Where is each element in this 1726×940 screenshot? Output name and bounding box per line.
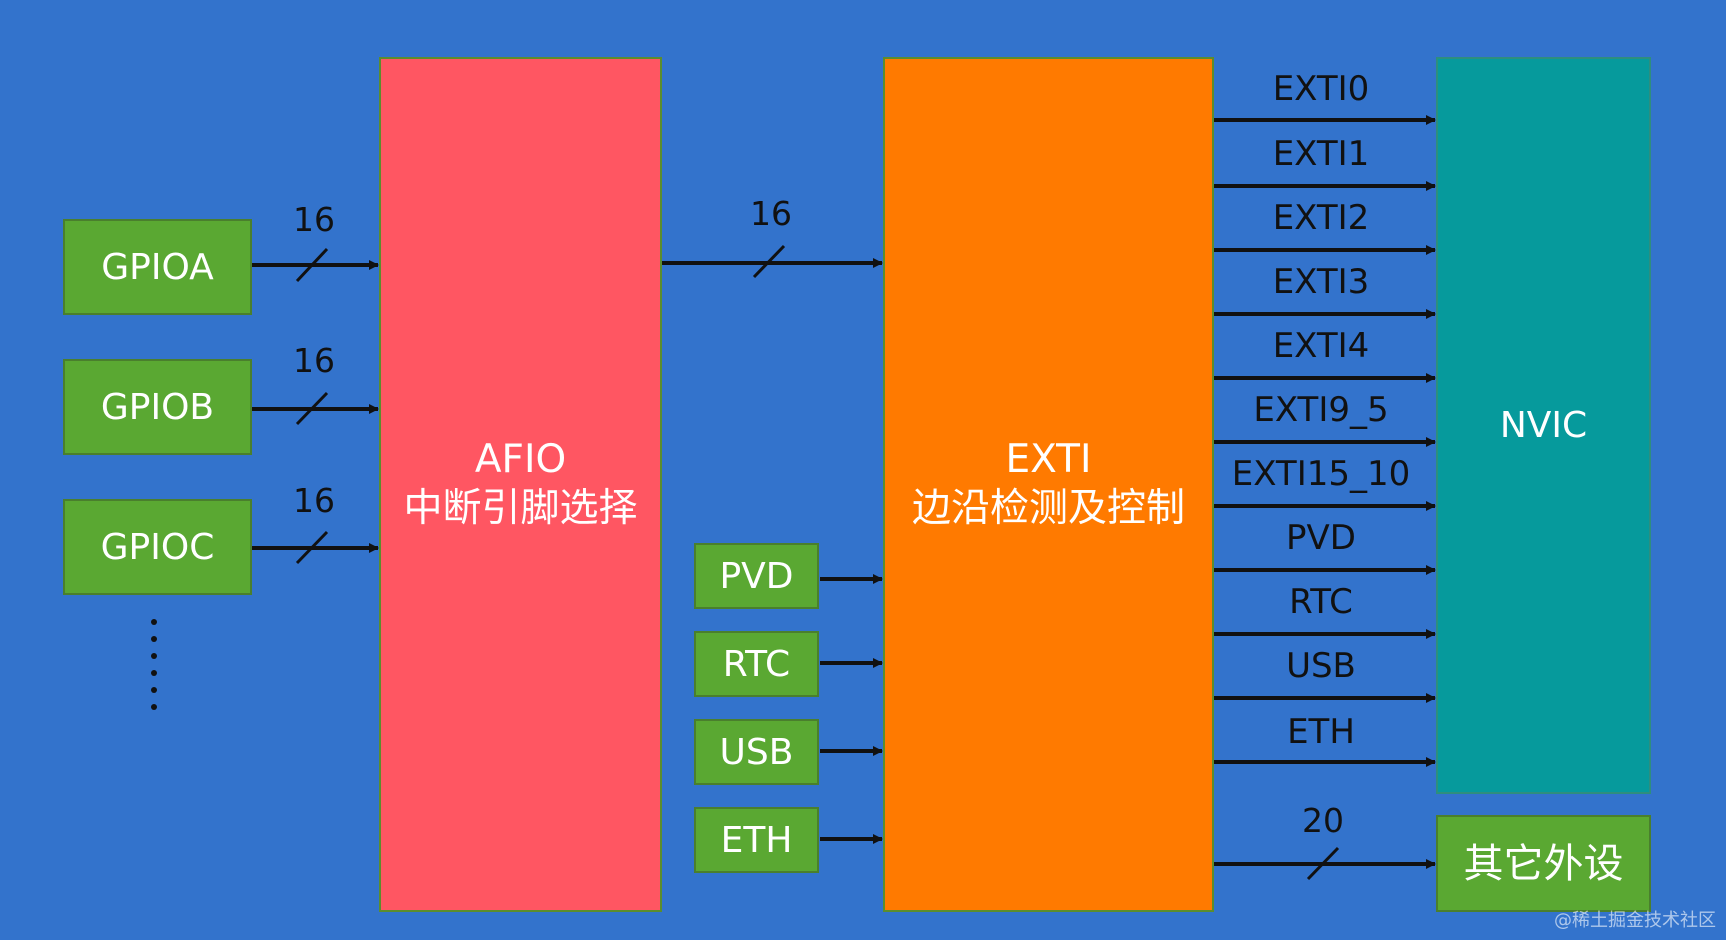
pvd-output-label: PVD [1286,518,1356,558]
pvd-source-box: PVD [694,543,819,609]
ellipsis-dot [151,619,157,625]
watermark: @稀土掘金技术社区 [1554,910,1716,931]
exti-title: EXTI [1005,436,1092,482]
ellipsis-dot [151,670,157,676]
gpiob-bus-slash [295,391,329,426]
usb-source-label: USB [719,731,794,773]
other-bus-width: 20 [1302,801,1344,840]
exti15-10-output-label: EXTI15_10 [1231,454,1411,494]
pvd-source-label: PVD [719,555,794,597]
usb-source-box: USB [694,719,819,785]
rtc-source-box: RTC [694,631,819,697]
exti0-output-label: EXTI0 [1272,69,1370,109]
gpioc-box: GPIOC [63,499,252,595]
nvic-label: NVIC [1499,405,1588,446]
ellipsis-dot [151,653,157,659]
afio-exti-bus-slash [752,244,786,279]
other-peripherals-box: 其它外设 [1436,815,1651,912]
gpioa-bus-slash [295,247,329,283]
gpioc-label: GPIOC [100,526,215,568]
nvic-block: NVIC [1436,57,1651,794]
gpioc-bus-slash [295,530,329,565]
eth-output-label: ETH [1287,712,1355,752]
eth-source-box: ETH [694,807,819,873]
gpiob-label: GPIOB [100,386,215,428]
gpioa-box: GPIOA [63,219,252,315]
afio-exti-bus-width: 16 [750,194,792,233]
gpioc-bus-width: 16 [293,481,335,520]
ellipsis-dot [151,687,157,693]
afio-block: AFIO 中断引脚选择 [379,57,662,912]
ellipsis-dot [151,704,157,710]
gpioa-label: GPIOA [101,246,214,288]
rtc-output-label: RTC [1289,582,1353,622]
exti2-output-label: EXTI2 [1272,198,1370,238]
exti-block: EXTI 边沿检测及控制 [883,57,1214,912]
other-peripherals-label: 其它外设 [1463,840,1624,887]
gpiob-bus-width: 16 [293,341,335,380]
afio-title: AFIO [474,436,567,482]
eth-source-label: ETH [720,819,793,861]
rtc-source-label: RTC [722,643,791,685]
ellipsis-dot [151,636,157,642]
exti9-5-output-label: EXTI9_5 [1253,390,1389,430]
afio-subtitle: 中断引脚选择 [403,485,638,531]
exti-subtitle: 边沿检测及控制 [911,485,1185,531]
gpioa-bus-width: 16 [293,200,335,239]
other-bus-slash [1306,846,1340,881]
exti1-output-label: EXTI1 [1272,134,1370,174]
exti4-output-label: EXTI4 [1272,326,1370,366]
exti3-output-label: EXTI3 [1272,262,1370,302]
gpiob-box: GPIOB [63,359,252,455]
usb-output-label: USB [1286,646,1356,686]
